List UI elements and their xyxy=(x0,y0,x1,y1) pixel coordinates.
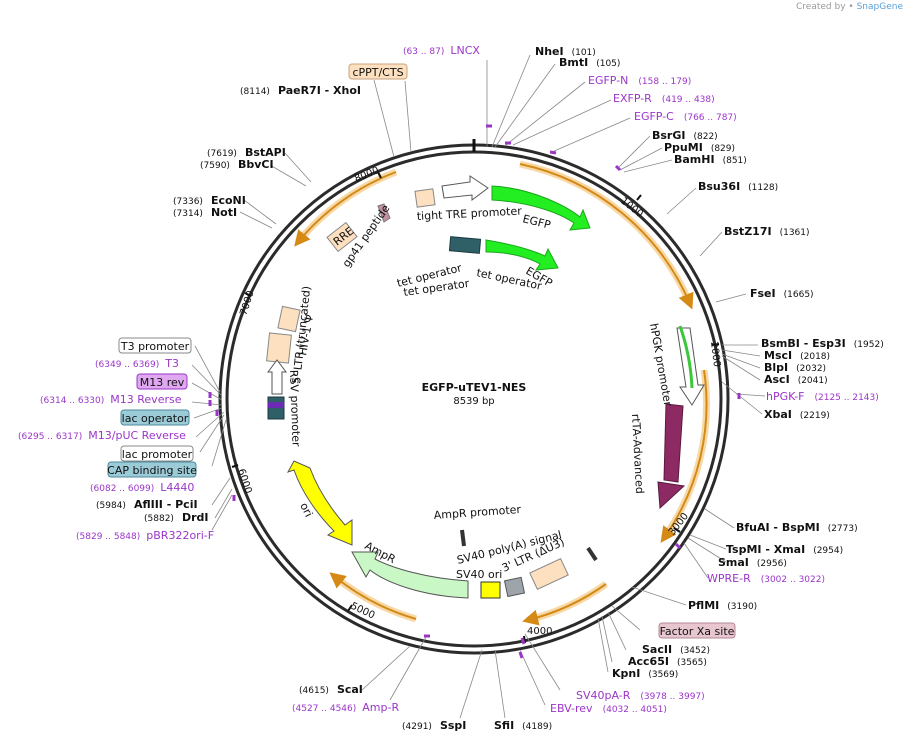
box-t3-promoter: T3 promoter xyxy=(120,340,190,353)
label-ori: ori xyxy=(297,501,315,520)
enzyme-asci: AscI(2041) xyxy=(764,373,828,386)
enzyme-bsu36i: Bsu36I(1128) xyxy=(698,180,778,193)
primer-labels: (63 .. 87)LNCX EGFP-N(158 .. 179) EXFP-R… xyxy=(18,44,879,715)
ampr-arrow xyxy=(351,551,469,599)
enzyme-tspmi: TspMI - XmaI(2954) xyxy=(726,543,843,556)
primer-pbr322ori-f: (5829 .. 5848)pBR322ori-F xyxy=(76,529,214,542)
label-rtetr: rTetR xyxy=(653,408,668,437)
gp41-feature xyxy=(377,203,391,223)
enzyme-sfii: SfiI(4189) xyxy=(494,719,552,732)
m13-stack-feature xyxy=(268,402,284,408)
primer-hpgk-f: hPGK-F(2125 .. 2143) xyxy=(766,390,879,403)
enzyme-blpi: BlpI(2032) xyxy=(764,361,826,374)
enzyme-sacii: SacII(3452) xyxy=(642,643,710,656)
features xyxy=(266,175,705,599)
enzyme-bbvci: (7590)BbvCI xyxy=(200,158,274,171)
primer-lncx: (63 .. 87)LNCX xyxy=(403,44,480,57)
snapgene-credit: Created by • SnapGene xyxy=(796,2,903,12)
hpgk-green-arc xyxy=(678,325,694,389)
primer-m13-reverse: (6314 .. 6330)M13 Reverse xyxy=(40,393,182,406)
factor-xa-marker xyxy=(586,546,598,562)
credit-prefix: Created by xyxy=(796,2,846,12)
3-ltr-feature xyxy=(529,557,569,591)
5-ltr-feature xyxy=(266,332,292,364)
enzyme-bstz17i: BstZ17I(1361) xyxy=(724,225,810,238)
enzyme-noti: (7314)NotI xyxy=(173,206,237,219)
box-cppt-cts: cPPT/CTS xyxy=(352,66,403,79)
tight-tre-arrow xyxy=(441,175,489,201)
enzyme-afliii: (5984)AflIII - PciI xyxy=(96,498,198,511)
tet-operator-feature xyxy=(448,236,482,254)
sv40-polya-feature xyxy=(503,576,526,598)
enzyme-fsei: FseI(1665) xyxy=(750,287,814,300)
enzyme-bamhi: BamHI(851) xyxy=(674,153,747,166)
orange-arcs xyxy=(294,160,710,626)
primer-ebv-rev: EBV-rev(4032 .. 4051) xyxy=(550,702,667,715)
egfp-arrow xyxy=(491,185,591,231)
primer-egfp-c: EGFP-C(766 .. 787) xyxy=(634,110,737,123)
rtta-arrow xyxy=(657,403,686,510)
tick-label-7000: 7000 xyxy=(238,289,256,317)
box-m13-rev: M13 rev xyxy=(140,376,185,389)
primer-l4440: (6082 .. 6099)L4440 xyxy=(90,481,194,494)
tick-label-2000: 2000 xyxy=(708,341,722,368)
primer-marks xyxy=(208,124,741,659)
enzyme-drdi: (5882)DrdI xyxy=(144,511,208,524)
enzyme-bstapi: (7619)BstAPI xyxy=(207,146,286,159)
label-rtta-advanced: rtTA-Advanced xyxy=(629,413,646,494)
plasmid-name: EGFP-uTEV1-NES xyxy=(422,381,527,394)
enzyme-kpni: KpnI(3569) xyxy=(612,667,678,680)
enzyme-pflmi: PflMI(3190) xyxy=(688,599,757,612)
label-tight-tre-promoter: tight TRE promoter xyxy=(416,204,522,223)
enzyme-scai: (4615)ScaI xyxy=(299,683,363,696)
primer-exfp-r: EXFP-R(419 .. 438) xyxy=(613,92,715,105)
rsv-promoter-arrow xyxy=(267,359,287,395)
primer-sv40pa-r: SV40pA-R(3978 .. 3997) xyxy=(576,689,705,702)
enzyme-xbai: XbaI(2219) xyxy=(764,408,830,421)
label-rsv-promoter: RSV promoter xyxy=(287,370,303,448)
enzyme-labels: NheI(101) BmtI(105) BsrGI(822) PpuMI(829… xyxy=(96,45,884,732)
primer-m13-puc-reverse: (6295 .. 6317)M13/pUC Reverse xyxy=(18,429,186,442)
enzyme-sspi: (4291)SspI xyxy=(402,719,466,732)
primer-t3: (6349 .. 6369)T3 xyxy=(95,357,179,370)
box-lac-operator: lac operator xyxy=(122,412,189,425)
plasmid-length: 8539 bp xyxy=(453,396,494,407)
box-lac-promoter: lac promoter xyxy=(122,448,193,461)
cppt-feature xyxy=(414,188,436,208)
tick-label-4000: 4000 xyxy=(527,626,552,637)
enzyme-econi: (7336)EcoNI xyxy=(173,194,246,207)
hiv1-psi-feature xyxy=(277,305,301,333)
primer-wpre-r: WPRE-R(3002 .. 3022) xyxy=(707,572,825,585)
egfp-arrow-2 xyxy=(485,239,559,271)
enzyme-bmti: BmtI(105) xyxy=(559,56,620,69)
leader-lines xyxy=(191,54,766,719)
label-egfp: EGFP xyxy=(521,212,552,232)
credit-brand: SnapGene xyxy=(856,2,903,12)
snapgene-logo-icon: • xyxy=(848,2,854,12)
ampr-promoter-marker xyxy=(460,529,466,547)
enzyme-nhei: NheI(101) xyxy=(535,45,596,58)
enzyme-msci: MscI(2018) xyxy=(764,349,830,362)
enzyme-ppumi: PpuMI(829) xyxy=(664,141,735,154)
label-ampr-promoter: AmpR promoter xyxy=(433,503,522,522)
label-hpgk-promoter: hPGK promoter xyxy=(647,322,674,407)
enzyme-smai: SmaI(2956) xyxy=(718,556,787,569)
boxed-labels: cPPT/CTS Factor Xa site T3 promoter M13 … xyxy=(107,63,736,639)
box-cap-binding-site: CAP binding site xyxy=(107,464,197,477)
label-sv40-ori: SV40 ori xyxy=(456,568,502,581)
enzyme-bsmbi: BsmBI - Esp3I(1952) xyxy=(761,337,884,350)
enzyme-bsrgi: BsrGI(822) xyxy=(652,129,718,142)
enzyme-acc65i: Acc65I(3565) xyxy=(628,655,707,668)
rre-feature xyxy=(326,221,358,253)
ori-arrow xyxy=(286,460,353,546)
enzyme-bfuai: BfuAI - BspMI(2773) xyxy=(736,521,858,534)
primer-egfp-n: EGFP-N(158 .. 179) xyxy=(588,74,691,87)
box-factor-xa-site: Factor Xa site xyxy=(660,625,735,638)
primer-amp-r: (4527 .. 4546)Amp-R xyxy=(292,701,399,714)
sv40-ori-feature xyxy=(480,581,501,599)
enzyme-paer7i: (8114)PaeR7I - XhoI xyxy=(240,84,361,97)
